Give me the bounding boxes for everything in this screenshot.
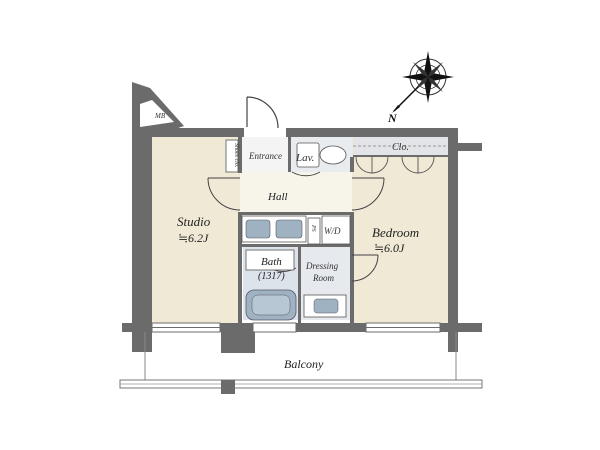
entrance-door-opening <box>244 126 286 137</box>
dressing-label-1: Dressing <box>305 261 339 271</box>
wd-label: W/D <box>324 226 341 236</box>
window-bath <box>252 322 297 333</box>
shoes-closet-label: Shoes clo. <box>233 143 239 167</box>
ps-label: PS <box>310 224 316 232</box>
washer-space <box>321 215 351 245</box>
bath-vanity <box>245 249 295 271</box>
wall-studio-inner-lower <box>238 212 242 323</box>
bathtub-inner <box>251 294 291 316</box>
wall-bath-top <box>240 244 352 247</box>
entrance-label: Entrance <box>248 151 282 161</box>
studio-name: Studio <box>177 214 211 229</box>
toilet-tank <box>296 142 320 168</box>
wall-top-right <box>286 128 458 137</box>
bedroom-name: Bedroom <box>372 225 419 240</box>
wall-bedroom-inner-lower <box>350 212 354 323</box>
walls <box>122 128 482 353</box>
studio-floor <box>152 137 240 323</box>
closet-doors <box>353 145 448 174</box>
kitchen-stove <box>275 219 303 239</box>
bath-name: Bath <box>261 256 282 268</box>
toilet-bowl <box>319 145 347 165</box>
column-bottom <box>221 323 255 353</box>
shoe-closet <box>225 139 239 173</box>
bedroom-size: ≒6.0J <box>374 241 405 255</box>
wall-bottom-left <box>122 323 152 332</box>
lav-label: Lav. <box>295 152 314 164</box>
studio-size: ≒6.2J <box>178 231 209 245</box>
dressing-door <box>351 254 379 282</box>
entrance-floor <box>240 137 288 172</box>
bedroom-floor <box>352 137 448 323</box>
hall-floor <box>240 172 352 212</box>
mb-alcove-inner <box>140 100 174 127</box>
mb-label: MB <box>154 112 166 120</box>
balcony <box>119 332 483 394</box>
wall-closet-front <box>353 155 448 157</box>
wall-bedroom-inner <box>350 157 354 172</box>
wall-top-left <box>132 128 244 137</box>
entrance-door <box>244 96 286 137</box>
wall-left <box>132 128 152 352</box>
wall-lav-left <box>288 137 291 172</box>
lav-door <box>291 171 321 177</box>
bedroom-door <box>351 177 385 211</box>
wall-hall-bottom <box>240 212 352 215</box>
balcony-label: Balcony <box>284 357 324 371</box>
hall-label: Hall <box>267 191 288 203</box>
wall-bottom-right <box>440 323 482 332</box>
washbasin-bowl <box>313 298 339 314</box>
wall-studio-inner <box>238 137 242 173</box>
fixtures <box>225 139 351 321</box>
ps-shaft <box>307 217 321 245</box>
wall-right <box>448 128 458 352</box>
wall-stub-right <box>458 143 482 151</box>
kitchen-sink <box>245 219 271 239</box>
balcony-post <box>221 380 235 394</box>
wall-bath-divider <box>298 246 301 323</box>
closet-label: Clo. <box>392 142 409 153</box>
compass-rose <box>392 51 454 113</box>
windows <box>151 322 441 333</box>
bath-size: (1317) <box>258 271 285 282</box>
dressing-label-2: Room <box>312 273 334 283</box>
studio-door <box>207 177 241 211</box>
wall-bottom-mid-b <box>296 323 366 332</box>
compass-north-label: N <box>387 111 398 125</box>
